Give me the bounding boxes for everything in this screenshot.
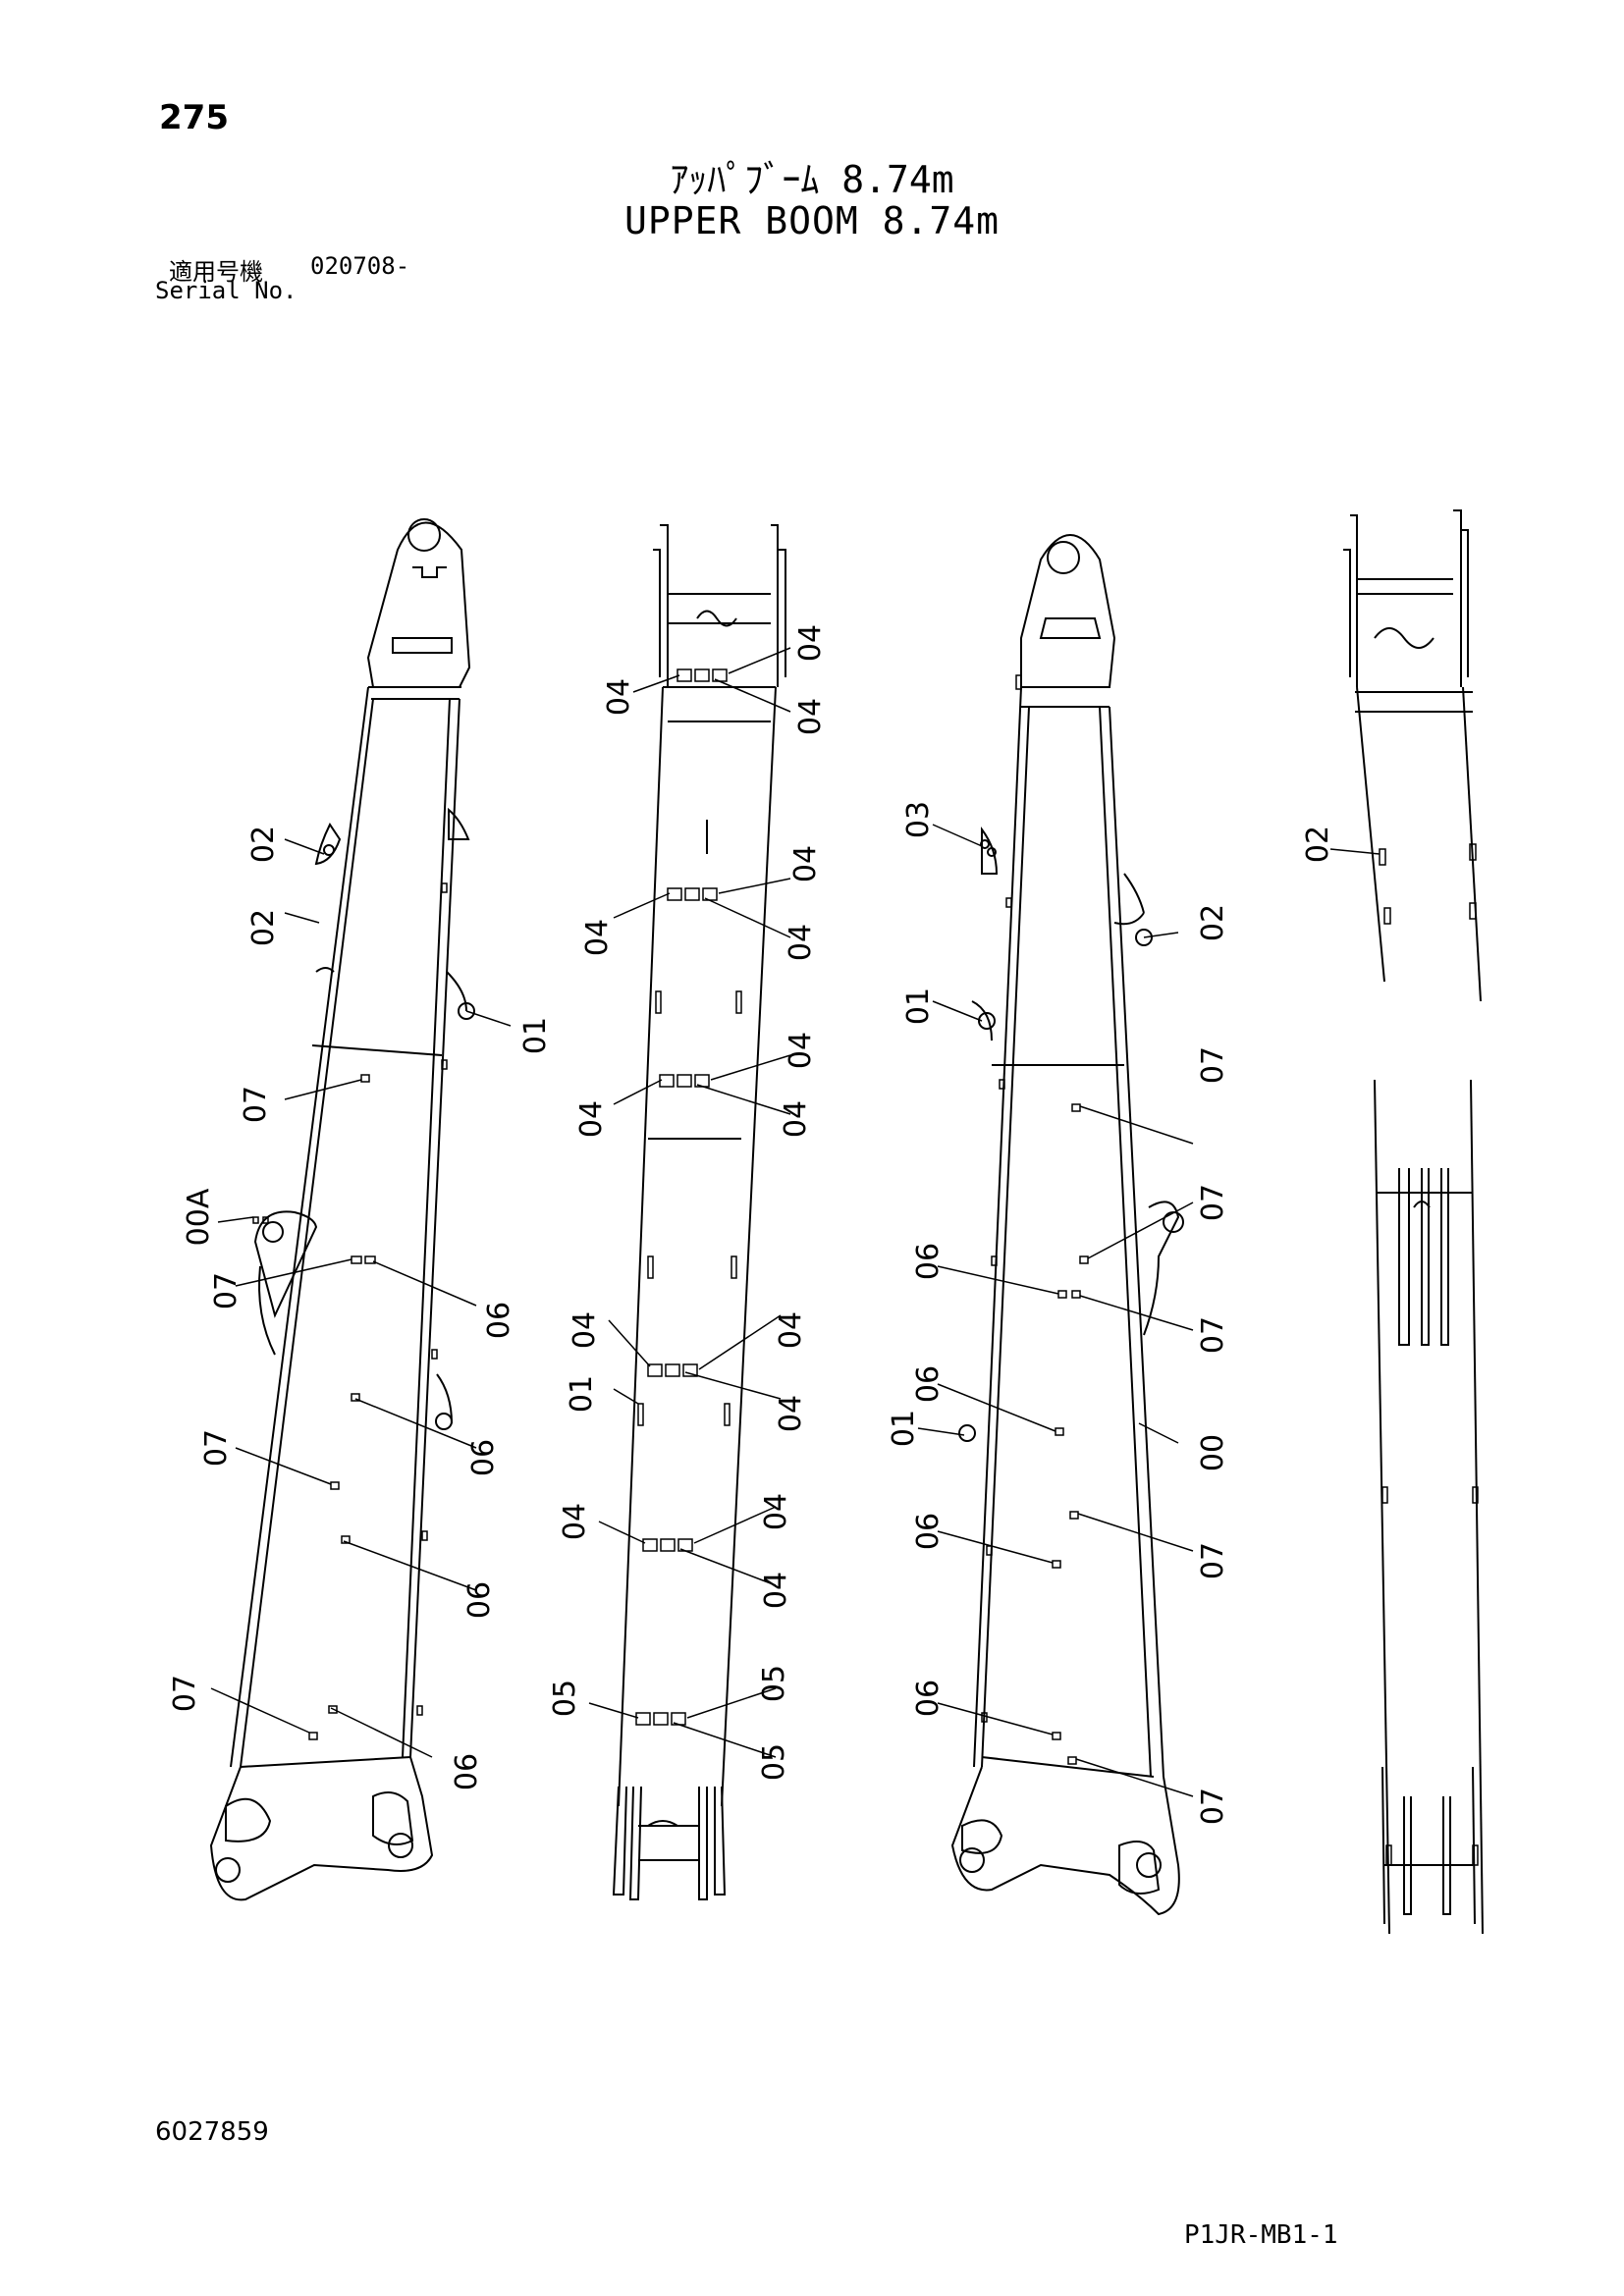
document-number: 6027859 — [155, 2117, 269, 2147]
callout-label: 07 — [1196, 1542, 1230, 1579]
callout-label: 07 — [1196, 1316, 1230, 1354]
title-english: UPPER BOOM 8.74m — [623, 199, 1001, 242]
view-top-detail-lower — [1374, 1079, 1484, 1935]
callout-label: 04 — [574, 1100, 609, 1138]
callout-label: 04 — [793, 698, 828, 735]
callout-label: 00A — [182, 1188, 216, 1246]
callout-label: 00 — [1196, 1434, 1230, 1471]
callout-label: 04 — [779, 1100, 813, 1138]
callout-label: 07 — [1196, 1788, 1230, 1825]
callout-label: 04 — [759, 1493, 793, 1530]
callout-label: 04 — [793, 624, 828, 662]
callout-label: 06 — [911, 1243, 946, 1280]
callout-label: 04 — [774, 1395, 808, 1432]
callout-label: 07 — [239, 1086, 273, 1123]
callout-label: 01 — [901, 988, 936, 1025]
callout-label: 02 — [246, 909, 281, 946]
callout-label: 04 — [774, 1311, 808, 1349]
callout-label: 06 — [450, 1753, 484, 1790]
callout-labels: 02 02 01 07 00A 07 06 07 06 06 07 06 04 … — [168, 624, 1335, 1825]
callout-label: 04 — [580, 919, 615, 956]
leader-lines — [210, 647, 1380, 1797]
callout-label: 05 — [757, 1665, 791, 1702]
callout-label: 03 — [901, 801, 936, 838]
callout-label: 05 — [757, 1743, 791, 1781]
callout-label: 07 — [1196, 1184, 1230, 1221]
view-top-middle — [612, 524, 786, 1900]
callout-label: 02 — [246, 826, 281, 863]
callout-label: 06 — [911, 1513, 946, 1550]
callout-label: 04 — [602, 678, 636, 716]
callout-label: 06 — [466, 1439, 501, 1476]
callout-label: 04 — [788, 845, 823, 882]
page-number: 275 — [159, 98, 229, 137]
callout-label: 04 — [558, 1503, 592, 1540]
view-side-left — [209, 518, 475, 1901]
serial-value: 020708- — [310, 252, 410, 280]
serial-label-japanese: 適用号機 — [169, 258, 263, 286]
callout-label: 07 — [1196, 1046, 1230, 1084]
view-side-right — [950, 534, 1184, 1916]
callout-label: 06 — [911, 1365, 946, 1403]
callout-label: 04 — [568, 1311, 602, 1349]
callout-label: 01 — [518, 1017, 553, 1054]
callout-label: 04 — [784, 1032, 818, 1069]
callout-label: 01 — [887, 1410, 921, 1447]
callout-label: 06 — [911, 1680, 946, 1717]
callout-label: 07 — [209, 1272, 244, 1309]
callout-label: 04 — [759, 1572, 793, 1609]
sheet-code: P1JR-MB1-1 — [1184, 2220, 1338, 2250]
view-top-detail-upper — [1343, 509, 1482, 1002]
callout-label: 02 — [1196, 904, 1230, 941]
callout-label: 07 — [199, 1429, 234, 1467]
callout-label: 07 — [168, 1675, 202, 1712]
callout-label: 06 — [462, 1581, 497, 1619]
callout-label: 01 — [565, 1375, 599, 1413]
callout-label: 05 — [548, 1680, 582, 1717]
callout-label: 04 — [784, 924, 818, 961]
title-japanese: ｱｯﾊﾟﾌﾞｰﾑ 8.74m — [670, 158, 954, 201]
serial-label-english: Serial No. — [155, 277, 298, 304]
callout-label: 02 — [1301, 826, 1335, 863]
callout-label: 06 — [482, 1302, 516, 1339]
